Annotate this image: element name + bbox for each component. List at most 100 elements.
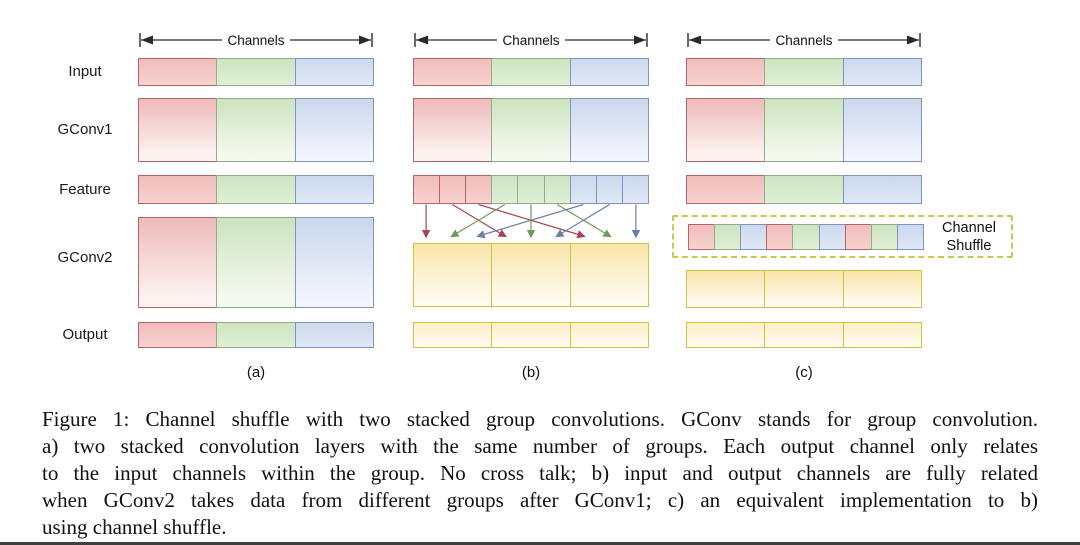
- input-row: [413, 58, 649, 86]
- green-channel-segment: [216, 217, 296, 308]
- input-row: [138, 58, 374, 86]
- panel-c: Channels Channel Shuffle (c): [672, 0, 1013, 400]
- shuffled-cells-row: [688, 224, 924, 250]
- blue-channel-segment: [842, 58, 922, 86]
- row-label-gconv2: GConv2: [57, 249, 113, 266]
- panel-a: Channels (a): [138, 0, 374, 400]
- blue-channel-segment: [818, 224, 846, 250]
- panel-c-label: (c): [795, 364, 813, 381]
- input-row: [686, 58, 922, 86]
- yellow-channel-segment: [764, 270, 844, 308]
- red-channel-segment: [688, 224, 716, 250]
- green-channel-segment: [491, 58, 571, 86]
- green-channel-segment: [714, 224, 742, 250]
- row-label-output: Output: [62, 326, 108, 343]
- red-channel-segment: [844, 224, 872, 250]
- channel-shuffle-label: Channel Shuffle: [941, 220, 996, 254]
- green-channel-segment: [517, 175, 545, 204]
- red-channel-segment: [686, 175, 766, 204]
- green-channel-segment: [491, 98, 571, 162]
- red-channel-segment: [413, 98, 493, 162]
- red-channel-segment: [439, 175, 467, 204]
- red-channel-segment: [766, 224, 794, 250]
- red-channel-segment: [686, 98, 766, 162]
- yellow-channel-segment: [569, 243, 649, 307]
- yellow-channel-segment: [569, 322, 649, 348]
- feature-row: [686, 175, 922, 204]
- blue-channel-segment: [294, 98, 374, 162]
- caption-line: a) two stacked convolution layers with t…: [42, 434, 1038, 458]
- green-channel-segment: [216, 58, 296, 86]
- gconv2-row: [138, 217, 374, 308]
- blue-channel-segment: [294, 322, 374, 348]
- yellow-channel-segment: [491, 322, 571, 348]
- output-row-yellow: [413, 322, 649, 348]
- blue-channel-segment: [294, 217, 374, 308]
- gconv2-row-yellow: [413, 243, 649, 307]
- panel-b-label: (b): [521, 364, 541, 381]
- channels-label: Channels: [770, 32, 838, 48]
- yellow-channel-segment: [413, 243, 493, 307]
- blue-channel-segment: [896, 224, 924, 250]
- yellow-channel-segment: [764, 322, 844, 348]
- screenshot-bottom-edge: [0, 542, 1080, 545]
- red-channel-segment: [138, 322, 218, 348]
- panel-b: Channels (b): [413, 0, 649, 400]
- shuffle-arrows-svg: [421, 204, 641, 239]
- blue-shuffle-arrow: [476, 204, 584, 239]
- figure-caption: Figure 1: Channel shuffle with two stack…: [42, 406, 1038, 541]
- channels-span-arrow: Channels: [138, 30, 374, 50]
- gconv1-row: [686, 98, 922, 162]
- red-channel-segment: [465, 175, 493, 204]
- yellow-channel-segment: [413, 322, 493, 348]
- green-channel-segment: [491, 175, 519, 204]
- yellow-channel-segment: [491, 243, 571, 307]
- channel-shuffle-box: Channel Shuffle: [672, 215, 1013, 258]
- channels-label: Channels: [497, 32, 565, 48]
- row-label-feature: Feature: [59, 181, 111, 198]
- row-label-input: Input: [68, 63, 102, 80]
- red-channel-segment: [138, 58, 218, 86]
- yellow-channel-segment: [686, 322, 766, 348]
- red-channel-segment: [413, 175, 441, 204]
- red-channel-segment: [413, 58, 493, 86]
- green-channel-segment: [764, 98, 844, 162]
- red-channel-segment: [138, 98, 218, 162]
- blue-channel-segment: [595, 175, 623, 204]
- blue-channel-segment: [294, 175, 374, 204]
- blue-channel-segment: [569, 98, 649, 162]
- yellow-channel-segment: [686, 270, 766, 308]
- feature-cells-row: [413, 175, 649, 204]
- green-channel-segment: [543, 175, 571, 204]
- gconv1-row: [138, 98, 374, 162]
- yellow-channel-segment: [842, 322, 922, 348]
- green-channel-segment: [764, 175, 844, 204]
- panel-a-label: (a): [246, 364, 266, 381]
- output-row: [138, 322, 374, 348]
- blue-channel-segment: [740, 224, 768, 250]
- blue-channel-segment: [842, 98, 922, 162]
- yellow-channel-segment: [842, 270, 922, 308]
- row-label-gconv1: GConv1: [57, 121, 113, 138]
- channels-span-arrow: Channels: [686, 30, 922, 50]
- caption-line: when GConv2 takes data from different gr…: [42, 488, 1038, 512]
- gconv1-row: [413, 98, 649, 162]
- green-channel-segment: [216, 98, 296, 162]
- feature-row: [138, 175, 374, 204]
- green-channel-segment: [764, 58, 844, 86]
- blue-channel-segment: [842, 175, 922, 204]
- output-row-yellow: [686, 322, 922, 348]
- blue-channel-segment: [569, 175, 597, 204]
- green-channel-segment: [792, 224, 820, 250]
- channels-label: Channels: [222, 32, 290, 48]
- caption-line: to the input channels within the group. …: [42, 461, 1038, 485]
- caption-line: using channel shuffle.: [42, 515, 227, 539]
- caption-line: Figure 1: Channel shuffle with two stack…: [42, 407, 1038, 431]
- green-channel-segment: [216, 175, 296, 204]
- green-shuffle-arrow: [450, 204, 506, 238]
- red-channel-segment: [138, 175, 218, 204]
- red-channel-segment: [138, 217, 218, 308]
- red-channel-segment: [686, 58, 766, 86]
- blue-shuffle-arrow: [555, 204, 611, 238]
